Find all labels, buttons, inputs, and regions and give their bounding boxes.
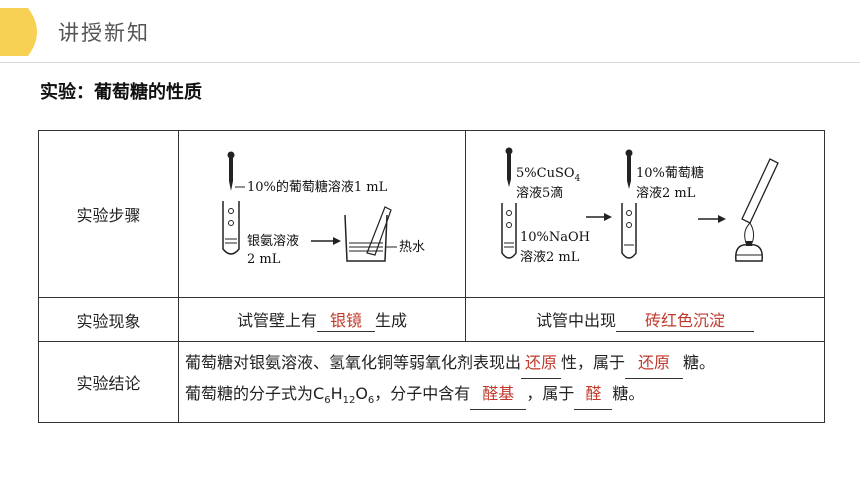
label-naoh-volume: 溶液2 mL	[520, 250, 580, 265]
formula-element: O	[355, 384, 368, 403]
formula-subscript: 12	[342, 395, 356, 407]
formula-element: H	[330, 384, 343, 403]
label-glucose-10: 10%葡萄糖	[636, 165, 704, 181]
conclusion-cell: 葡萄糖对银氨溶液、氢氧化铜等弱氧化剂表现出还原性，属于还原糖。 葡萄糖的分子式为…	[178, 340, 825, 424]
conclusion-text: 葡萄糖对银氨溶液、氢氧化铜等弱氧化剂表现出	[185, 353, 522, 372]
label-naoh: 10%NaOH	[520, 230, 590, 245]
answer-brick-red-precipitate: 砖红色沉淀	[616, 307, 754, 332]
conclusion-line-1: 葡萄糖对银氨溶液、氢氧化铜等弱氧化剂表现出还原性，属于还原糖。	[185, 348, 818, 379]
conclusion-text: 糖。	[683, 353, 716, 372]
header-bar	[0, 0, 860, 62]
label-glucose-solution: 10%的葡萄糖溶液1 mL	[247, 179, 388, 195]
phenomenon-silver: 试管壁上有银镜生成	[178, 297, 466, 342]
label-cuso4: 5%CuSO4	[516, 166, 581, 184]
silver-mirror-diagram: 10%的葡萄糖溶液1 mL 银氨溶液 2 mL	[222, 151, 425, 267]
answer-aldose: 醛	[574, 379, 613, 410]
header-accent-shape	[0, 8, 37, 56]
conclusion-text: 性，属于	[561, 353, 626, 372]
conclusion-text: ，分子中含有	[374, 384, 471, 403]
label-glucose-volume: 溶液2 mL	[636, 186, 696, 201]
conclusion-text: 糖。	[612, 384, 645, 403]
step-figure-silver-mirror: 10%的葡萄糖溶液1 mL 银氨溶液 2 mL	[178, 130, 466, 298]
conclusion-line-2: 葡萄糖的分子式为C6H12O6，分子中含有醛基，属于醛糖。	[185, 379, 818, 416]
step-figure-copper-hydroxide: 5%CuSO4 溶液5滴 10%NaOH 溶液2 mL 10%葡萄糖	[465, 130, 825, 298]
label-hot-water: 热水	[399, 240, 425, 255]
copper-hydroxide-diagram: 5%CuSO4 溶液5滴 10%NaOH 溶液2 mL 10%葡萄糖	[501, 147, 779, 265]
table-row: 实验现象 试管壁上有银镜生成 试管中出现砖红色沉淀	[38, 297, 825, 342]
formula-subscript: 6	[324, 395, 331, 407]
phenomenon-right-prefix: 试管中出现	[535, 311, 616, 330]
header-divider	[0, 62, 860, 63]
table-row: 实验步骤 10%的葡萄糖溶液1 mL 银氨溶液 2 mL	[38, 130, 825, 298]
label-cuso4-drops: 溶液5滴	[516, 185, 563, 201]
answer-silver-mirror: 银镜	[317, 307, 375, 332]
phenomenon-copper: 试管中出现砖红色沉淀	[465, 297, 825, 342]
row-label-phenomena: 实验现象	[38, 297, 179, 342]
section-subtitle: 实验：葡萄糖的性质	[40, 82, 202, 103]
page-title: 讲授新知	[58, 21, 150, 45]
answer-reducing-sugar: 还原	[625, 348, 684, 379]
phenomenon-left-suffix: 生成	[375, 311, 408, 330]
table-row: 实验结论 葡萄糖对银氨溶液、氢氧化铜等弱氧化剂表现出还原性，属于还原糖。 葡萄糖…	[38, 340, 825, 424]
answer-reducing-property: 还原	[521, 348, 562, 379]
experiment-table: 实验步骤 10%的葡萄糖溶液1 mL 银氨溶液 2 mL	[38, 130, 825, 424]
answer-aldehyde-group: 醛基	[470, 379, 527, 410]
phenomenon-left-prefix: 试管壁上有	[236, 311, 317, 330]
label-silver-volume: 2 mL	[247, 252, 281, 267]
label-silver-ammonia: 银氨溶液	[247, 234, 299, 249]
row-label-steps: 实验步骤	[38, 130, 179, 298]
row-label-conclusion: 实验结论	[38, 340, 179, 424]
conclusion-text: ，属于	[526, 384, 575, 403]
formula-subscript: 6	[367, 395, 375, 407]
conclusion-text: 葡萄糖的分子式为C	[185, 384, 325, 403]
